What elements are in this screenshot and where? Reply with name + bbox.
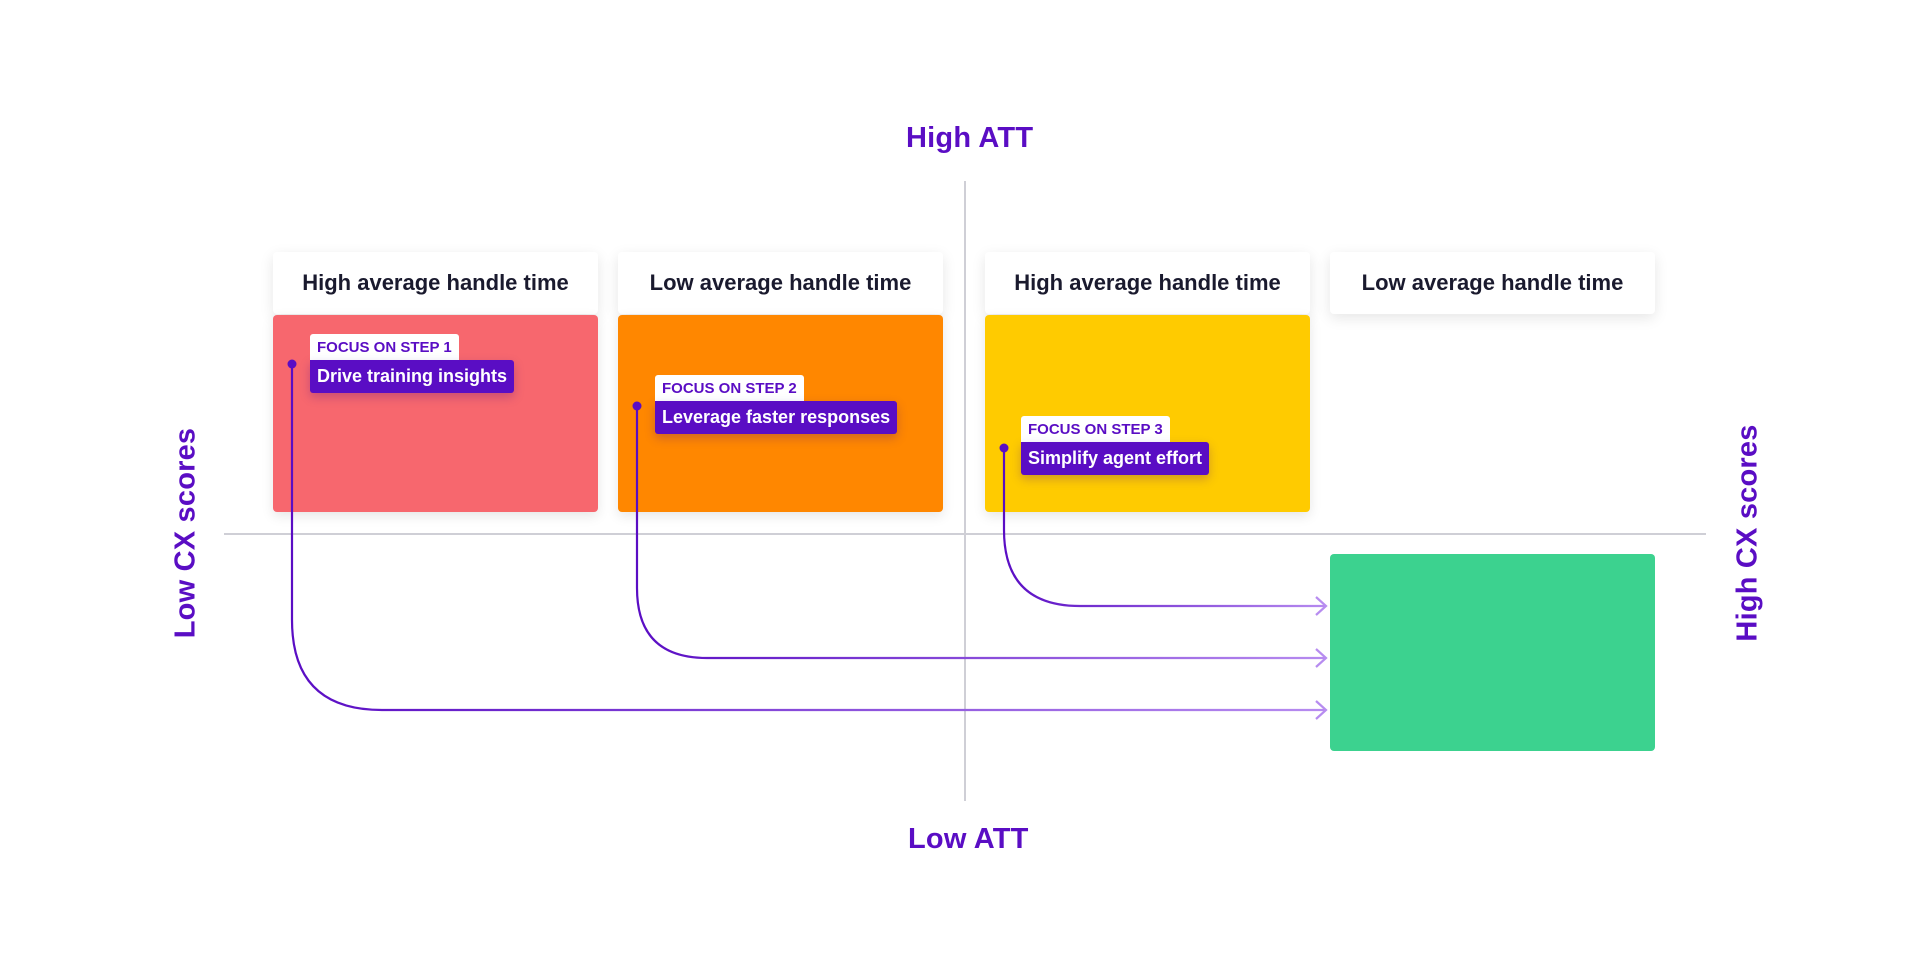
- quadrant-block-yellow: [985, 315, 1310, 512]
- step-3-label: FOCUS ON STEP 3: [1021, 416, 1170, 442]
- vertical-axis-line: [964, 181, 966, 801]
- step-2-label: FOCUS ON STEP 2: [655, 375, 804, 401]
- step-1-text: Drive training insights: [310, 360, 515, 393]
- step-1-label: FOCUS ON STEP 1: [310, 334, 459, 360]
- step-2-text: Leverage faster responses: [655, 401, 898, 434]
- step-3-text: Simplify agent effort: [1021, 442, 1210, 475]
- column-header-4: Low average handle time: [1330, 252, 1655, 314]
- axis-label-top: High ATT: [906, 122, 1034, 154]
- arrowhead-step-1: [1315, 700, 1328, 720]
- flow-path-step-3: [1002, 448, 1326, 608]
- step-3-callout: FOCUS ON STEP 3 Simplify agent effort: [1021, 416, 1210, 475]
- column-header-1: High average handle time: [273, 252, 598, 314]
- flow-path-step-2: [635, 406, 1326, 660]
- column-header-2: Low average handle time: [618, 252, 943, 314]
- start-dot-step-2: [632, 401, 642, 411]
- flow-path-step-1: [290, 364, 1326, 712]
- step-1-callout: FOCUS ON STEP 1 Drive training insights: [310, 334, 515, 393]
- start-dot-step-1: [287, 359, 297, 369]
- arrowhead-step-3: [1315, 596, 1328, 616]
- quadrant-block-green-target: [1330, 554, 1655, 751]
- column-header-3: High average handle time: [985, 252, 1310, 314]
- arrowhead-step-2: [1315, 648, 1328, 668]
- step-2-callout: FOCUS ON STEP 2 Leverage faster response…: [655, 375, 898, 434]
- axis-label-bottom: Low ATT: [908, 823, 1029, 855]
- start-dot-step-3: [999, 443, 1009, 453]
